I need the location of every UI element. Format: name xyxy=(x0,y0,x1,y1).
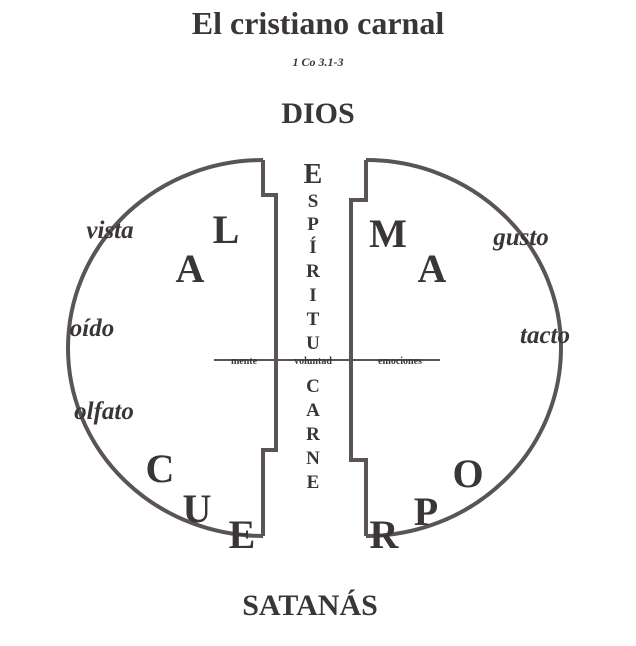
sense-vista: vista xyxy=(86,217,133,244)
reference: 1 Co 3.1-3 xyxy=(293,55,344,69)
letter: A xyxy=(306,400,320,421)
body-letter-u: U xyxy=(183,486,212,531)
right-inner-wall xyxy=(349,160,368,536)
left-arc xyxy=(66,158,264,538)
espiritu-vertical: E S P Í R I T U xyxy=(304,159,323,354)
body-letter-r: R xyxy=(370,512,400,557)
letter: U xyxy=(306,333,320,354)
body-letter-e: E xyxy=(229,512,256,557)
sense-tacto: tacto xyxy=(520,322,570,349)
body-letter-c: C xyxy=(146,446,175,491)
carne-vertical: C A R N E xyxy=(306,376,320,493)
letter: I xyxy=(309,285,316,306)
sense-gusto: gusto xyxy=(492,224,549,251)
letter: T xyxy=(307,309,320,330)
letter: P xyxy=(307,214,319,235)
soul-letter-m: M xyxy=(369,211,407,256)
soul-letter-l: L xyxy=(213,207,240,252)
letter: E xyxy=(307,472,320,493)
soul-letter-a2: A xyxy=(418,246,447,291)
sense-oido: oído xyxy=(70,315,114,342)
label-mente: mente xyxy=(231,356,258,367)
letter: S xyxy=(308,191,319,212)
right-arc xyxy=(365,158,563,538)
label-emociones: emociones xyxy=(378,356,422,367)
left-inner-wall xyxy=(261,160,278,536)
letter: N xyxy=(306,448,320,469)
letter: R xyxy=(306,424,320,445)
soul-letter-a: A xyxy=(176,246,205,291)
label-voluntad: voluntad xyxy=(294,356,332,367)
body-letter-p: P xyxy=(414,489,438,534)
letter: E xyxy=(304,159,323,190)
title: El cristiano carnal xyxy=(192,5,445,41)
body-letter-o: O xyxy=(452,451,483,496)
letter: Í xyxy=(309,236,316,258)
top-label-dios: DIOS xyxy=(281,97,354,130)
sense-olfato: olfato xyxy=(74,398,134,425)
letter: R xyxy=(306,261,320,282)
letter: C xyxy=(306,376,320,397)
bottom-label-satanas: SATANÁS xyxy=(242,589,378,622)
